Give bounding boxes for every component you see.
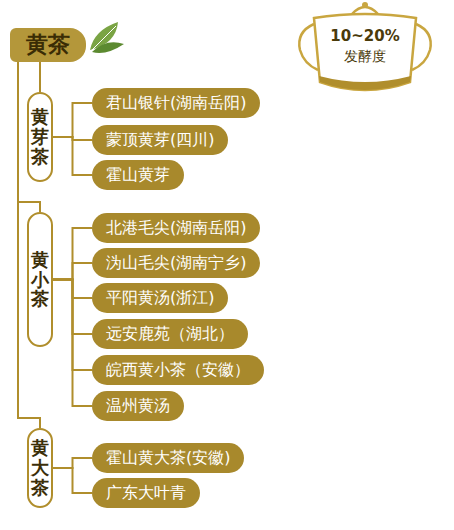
- tea-pill: 平阳黄汤(浙江): [92, 283, 228, 313]
- connector-line: [53, 458, 92, 468]
- tea-pill: 沩山毛尖(湖南宁乡): [92, 248, 260, 278]
- node-label: 广东大叶青: [106, 478, 186, 508]
- connector-line: [53, 103, 92, 137]
- connector-line: [53, 228, 92, 280]
- connector-line: [39, 62, 41, 92]
- node-label: 北港毛尖(湖南岳阳): [106, 213, 246, 243]
- tea-leaf-icon: [90, 22, 124, 53]
- node-label: 黄小茶: [31, 250, 49, 309]
- tea-pill: 蒙顶黄芽(四川): [92, 125, 228, 155]
- tea-pill: 温州黄汤: [92, 391, 184, 421]
- node-sublabel: 发酵度: [323, 46, 407, 66]
- teapot-icon: [299, 2, 430, 90]
- tea-pill: 远安鹿苑（湖北）: [92, 319, 248, 349]
- node-label: 平阳黄汤(浙江): [106, 283, 214, 313]
- node-label: 霍山黄大茶(安徽): [106, 443, 230, 473]
- node-label: 温州黄汤: [106, 391, 170, 421]
- tea-pill: 霍山黄芽: [92, 160, 184, 190]
- tea-pill: 北港毛尖(湖南岳阳): [92, 213, 260, 243]
- connector-line: [53, 280, 92, 407]
- node-label: 皖西黄小茶（安徽）: [106, 355, 250, 385]
- category-banner: 黄茶: [10, 28, 86, 62]
- node-label: 君山银针(湖南岳阳): [106, 88, 246, 118]
- tea-pill: 霍山黄大茶(安徽): [92, 443, 244, 473]
- group-box: 黄小茶: [27, 212, 53, 347]
- node-label: 蒙顶黄芽(四川): [106, 125, 214, 155]
- tea-pill: 君山银针(湖南岳阳): [92, 88, 260, 118]
- connector-line: [53, 468, 92, 493]
- fermentation-teapot: 10~20%发酵度: [323, 26, 407, 66]
- group-box: 黄大茶: [27, 428, 53, 508]
- tea-pill: 广东大叶青: [92, 478, 200, 508]
- tea-pill: 皖西黄小茶（安徽）: [92, 355, 264, 385]
- node-label: 黄芽茶: [31, 107, 49, 166]
- node-label: 远安鹿苑（湖北）: [106, 319, 234, 349]
- group-box: 黄芽茶: [27, 92, 53, 182]
- node-label: 黄茶: [26, 31, 70, 59]
- connector-line: [53, 137, 92, 175]
- node-label: 10~20%: [323, 26, 407, 46]
- node-label: 霍山黄芽: [106, 160, 170, 190]
- node-label: 沩山毛尖(湖南宁乡): [106, 248, 246, 278]
- node-label: 黄大茶: [31, 438, 49, 497]
- connector-line: [53, 263, 92, 280]
